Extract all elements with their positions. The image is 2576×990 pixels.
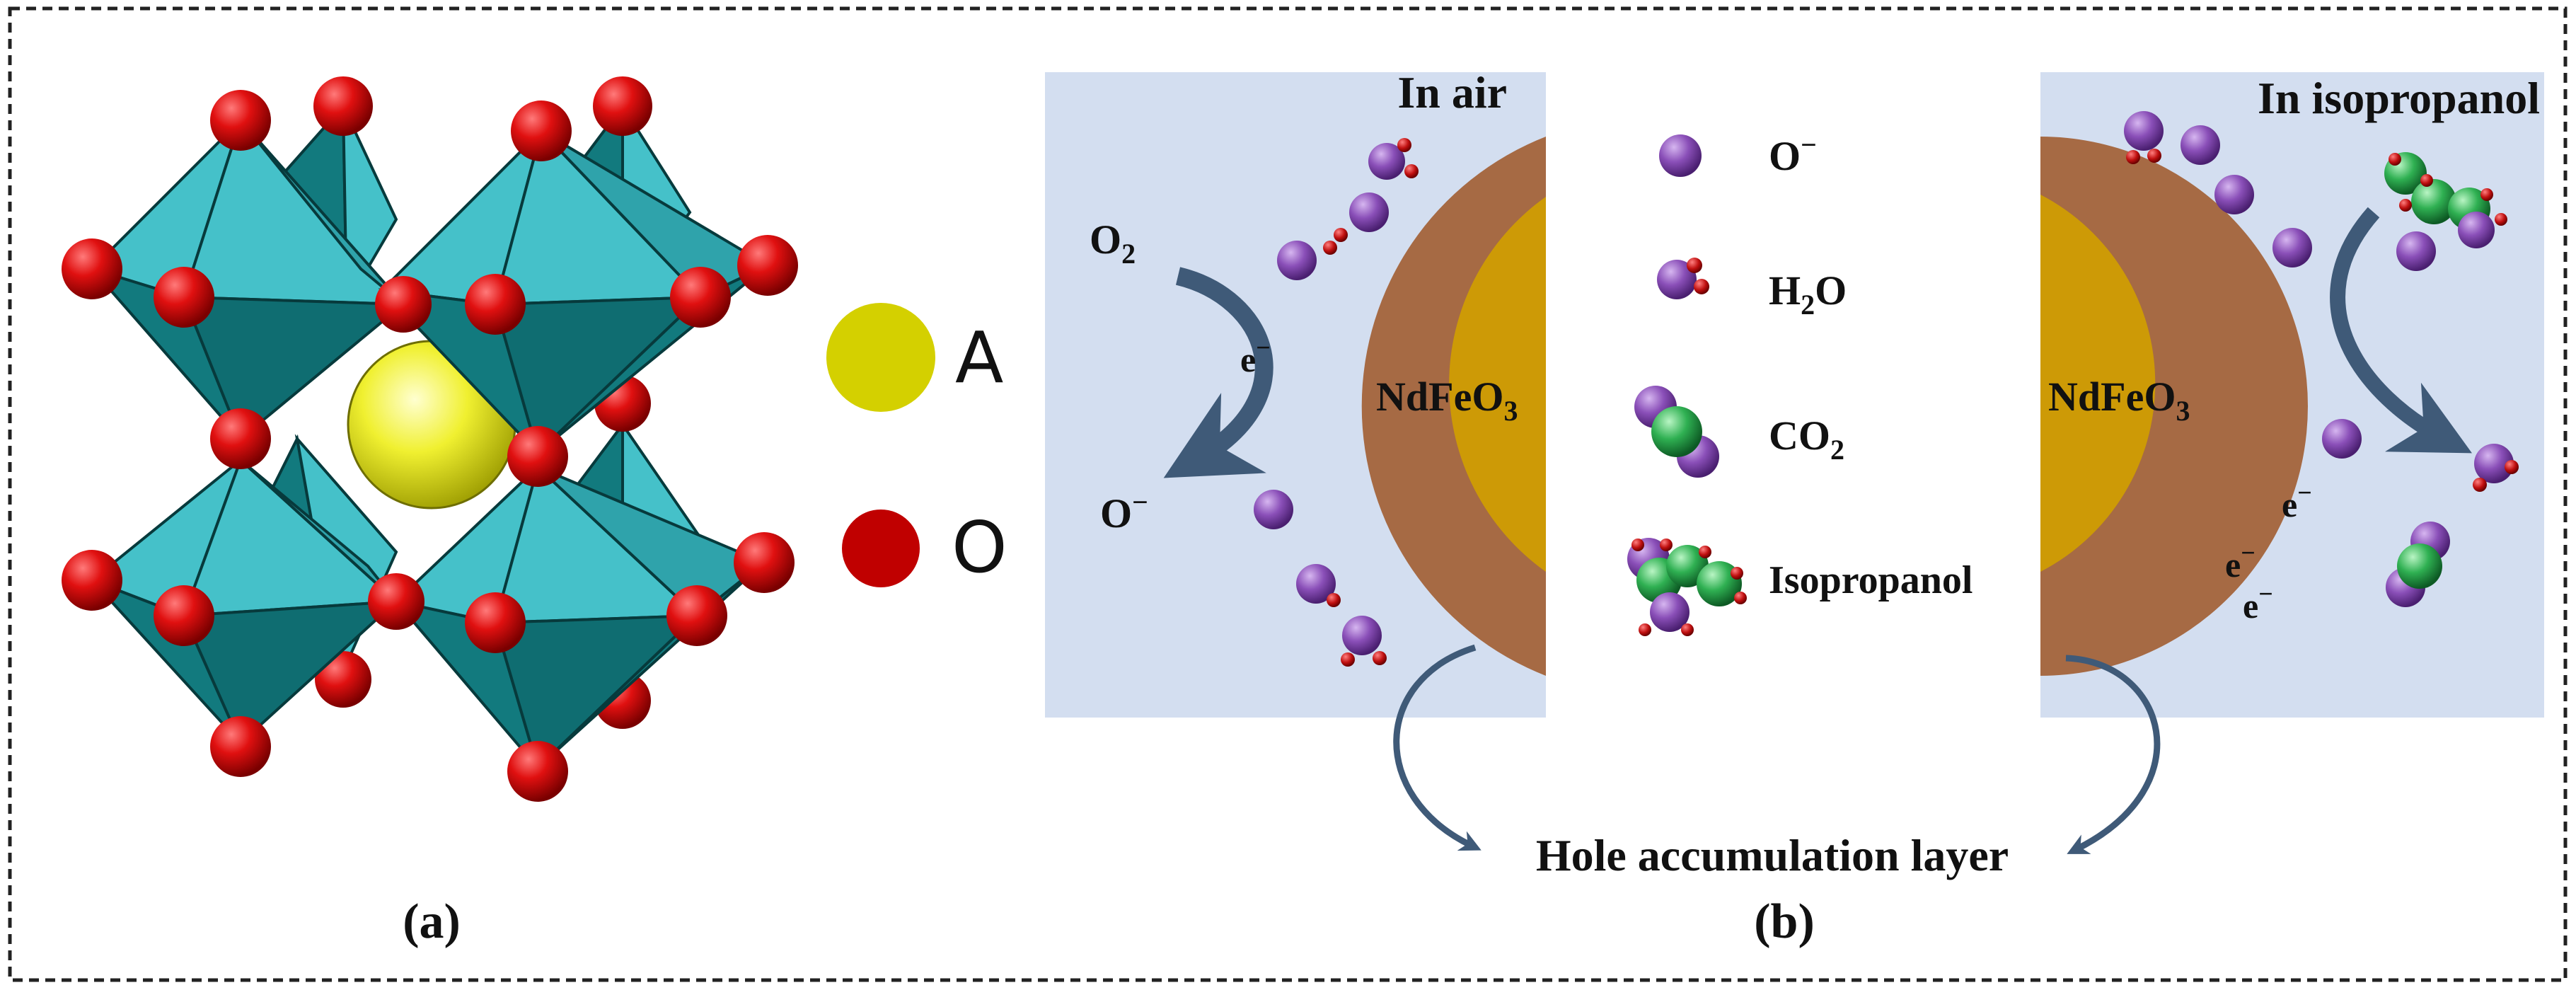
- legend-o-minus-label: O−: [1769, 129, 1817, 179]
- oxygen-atom: [593, 76, 652, 136]
- core-left: [1449, 197, 1546, 572]
- legend-panel-a: A O: [826, 303, 1007, 589]
- octahedron-front-upper-left: [87, 117, 408, 442]
- adsorbed-species-left: [1254, 138, 1419, 667]
- legend-o-label: O: [952, 506, 1007, 589]
- legend-co2-label: CO2: [1769, 413, 1844, 466]
- hole-accumulation-label: Hole accumulation layer: [1536, 830, 2009, 880]
- core-label-right: NdFeO3: [2048, 374, 2190, 427]
- legend-o-swatch: [842, 510, 920, 587]
- electron-label-right-2: e−: [2225, 539, 2256, 585]
- species-legend: O− H2O CO2 Isopropano: [1627, 129, 1973, 636]
- octahedron-front-lower-left: [89, 455, 400, 746]
- legend-o-minus-icon: [1659, 134, 1702, 177]
- isopropanol-molecule-right: [2384, 152, 2507, 271]
- octahedron-front-lower-right: [392, 462, 767, 771]
- electron-label-right-1: e−: [2282, 478, 2312, 524]
- legend-co2-icon: [1634, 386, 1719, 478]
- caption-a: (a): [403, 894, 461, 949]
- panel-in-isopropanol: In isopropanol NdFeO3: [2040, 72, 2544, 718]
- title-in-air: In air: [1397, 67, 1507, 117]
- legend-a-swatch: [826, 303, 935, 412]
- figure-border: [8, 6, 2568, 982]
- legend-isopropanol-label: Isopropanol: [1769, 558, 1973, 602]
- adsorbed-species-right: [2124, 111, 2362, 459]
- legend-h2o-label: H2O: [1769, 267, 1847, 321]
- title-in-isopropanol: In isopropanol: [2258, 73, 2540, 123]
- oxygen-atom: [313, 76, 373, 136]
- hole-arrow-right: [2065, 655, 2161, 854]
- core-right: [2040, 195, 2156, 572]
- products-right: [2386, 444, 2519, 607]
- oxygen-atoms-front: [62, 90, 798, 802]
- electron-transfer-arrow-right: [2330, 207, 2472, 454]
- caption-b: (b): [1754, 894, 1815, 949]
- legend-a-label: A: [955, 316, 1003, 399]
- legend-isopropanol-icon: [1627, 538, 1747, 636]
- electron-label-right-3: e−: [2243, 580, 2273, 626]
- perovskite-structure: [62, 76, 798, 802]
- electron-label-left: e−: [1240, 333, 1271, 379]
- core-label-left: NdFeO3: [1376, 374, 1518, 427]
- hole-arrow-left: [1393, 644, 1482, 851]
- oxygen-atom: [315, 651, 371, 708]
- o2-label: O2: [1090, 217, 1136, 270]
- electron-transfer-arrow-left: [1163, 267, 1273, 478]
- panel-in-air: In air NdFeO3 O2 e− O−: [1045, 67, 1546, 718]
- o-minus-label-left: O−: [1100, 486, 1148, 536]
- legend-h2o-icon: [1657, 258, 1709, 299]
